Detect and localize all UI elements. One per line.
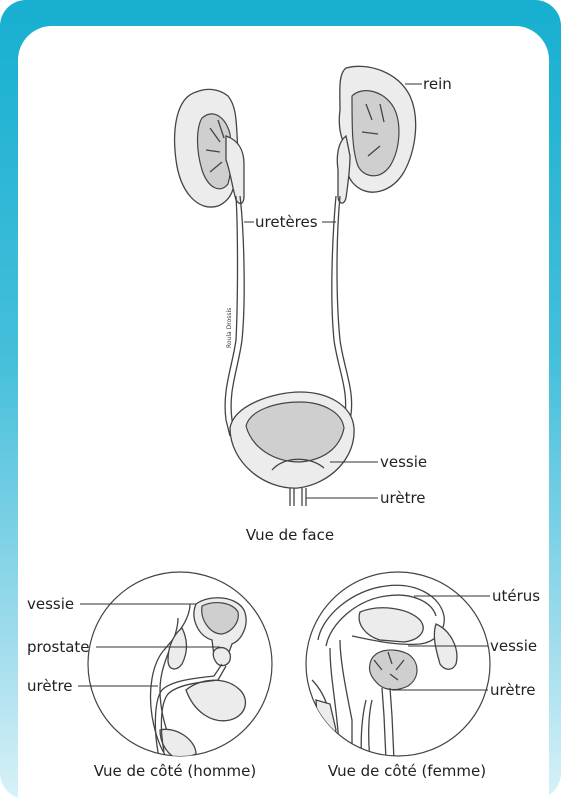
front-view: Roula Drossis rein uretères vessie urètr… [175, 66, 452, 544]
label-vessie-face: vessie [380, 453, 427, 471]
caption-front-view: Vue de face [246, 526, 334, 544]
right-kidney [337, 66, 415, 203]
label-vessie-homme: vessie [27, 595, 74, 613]
label-uretre-face: urètre [380, 489, 426, 507]
label-rein: rein [423, 75, 452, 93]
caption-female-view: Vue de côté (femme) [328, 762, 486, 780]
right-ureter-inner [337, 196, 352, 436]
label-prostate: prostate [27, 638, 90, 656]
label-vessie-femme: vessie [490, 637, 537, 655]
label-uretre-femme: urètre [490, 681, 536, 699]
label-uretre-homme: urètre [27, 677, 73, 695]
left-kidney [175, 89, 244, 207]
label-ureteres: uretères [255, 213, 318, 231]
male-side-view: vessie prostate urètre Vue de côté (homm… [27, 572, 272, 780]
caption-male-view: Vue de côté (homme) [94, 762, 256, 780]
bladder-front [230, 392, 354, 506]
artist-signature: Roula Drossis [226, 308, 233, 348]
label-uterus: utérus [492, 587, 540, 605]
female-side-view: utérus vessie urètre Vue de côté (femme) [306, 572, 540, 780]
